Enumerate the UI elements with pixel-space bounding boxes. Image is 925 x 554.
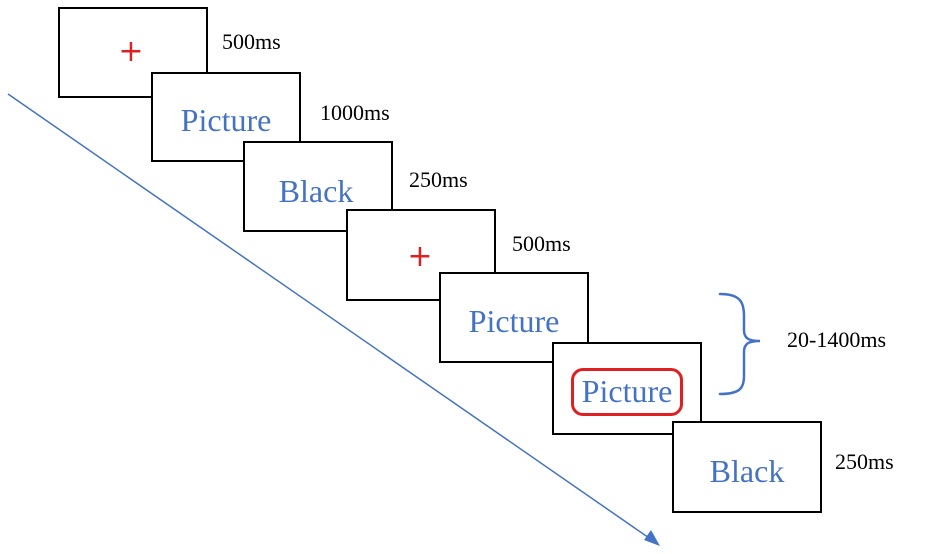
- frame-4-duration: 500ms: [512, 231, 571, 256]
- frame-2-label: Picture: [180, 102, 272, 138]
- frame-5-label: Picture: [468, 302, 560, 339]
- time-arrow-head-icon: [644, 530, 660, 546]
- frame-6-picture-highlighted: Picture: [552, 342, 702, 435]
- frame-3-black: Black: [243, 141, 393, 232]
- frame-2-duration: 1000ms: [320, 100, 390, 125]
- grouped-duration-label: 20-1400ms: [787, 327, 886, 352]
- time-arrow-line: [7, 93, 653, 541]
- frame-1-duration: 500ms: [222, 29, 281, 54]
- frame-3-label: Black: [278, 172, 354, 209]
- frame-7-duration: 250ms: [835, 449, 894, 474]
- frame-7-label: Black: [709, 453, 785, 489]
- fixation-cross-icon: +: [407, 239, 433, 274]
- fixation-cross-icon: +: [118, 33, 144, 69]
- right-curly-brace-icon: [718, 292, 761, 396]
- frame-5-picture: Picture: [439, 272, 589, 363]
- frame-6-label: Picture: [570, 367, 684, 416]
- frame-3-duration: 250ms: [409, 167, 468, 192]
- frame-7-black: Black: [672, 421, 822, 513]
